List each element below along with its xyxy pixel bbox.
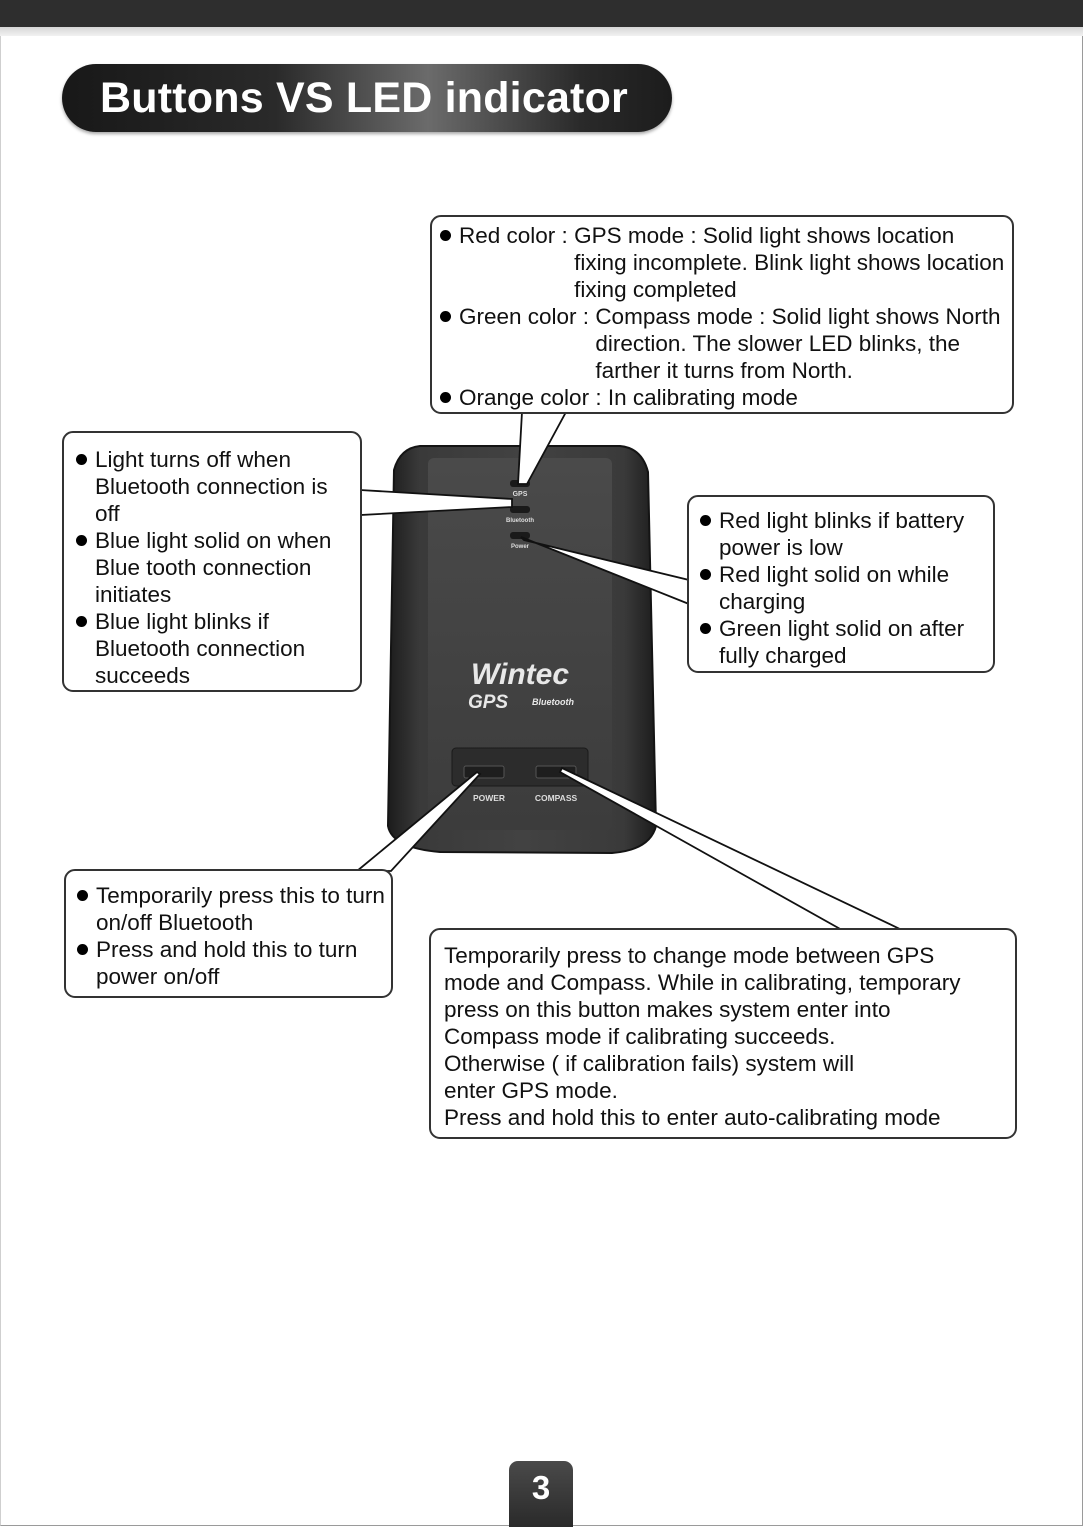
power-led-callout: Red light blinks if battery power is low… bbox=[687, 495, 995, 673]
led-red-item: Red color : GPS mode : Solid light shows… bbox=[438, 222, 1008, 303]
page-number: 3 bbox=[531, 1469, 551, 1506]
gps-led-label: GPS bbox=[513, 491, 528, 498]
list-item: Red light blinks if battery power is low bbox=[698, 507, 989, 561]
callout-line: press on this button makes system enter … bbox=[444, 997, 891, 1022]
power-button-label: POWER bbox=[473, 793, 505, 803]
callout-line: mode and Compass. While in calibrating, … bbox=[444, 970, 961, 995]
model-logo: GPS bbox=[468, 692, 508, 713]
bluetooth-led-label: Bluetooth bbox=[506, 518, 534, 524]
compass-button bbox=[535, 765, 577, 779]
callout-line: Otherwise ( if calibration fails) system… bbox=[444, 1051, 855, 1076]
bluetooth-led bbox=[510, 506, 530, 513]
page-title: Buttons VS LED indicator bbox=[100, 74, 628, 122]
list-item: Press and hold this to turn power on/off bbox=[75, 936, 387, 990]
gps-led bbox=[510, 480, 530, 487]
list-item: Blue light blinks if Bluetooth connectio… bbox=[74, 608, 356, 689]
callout-line: Press and hold this to enter auto-calibr… bbox=[444, 1105, 941, 1130]
power-led bbox=[510, 532, 530, 539]
header-rule bbox=[0, 27, 1083, 36]
callout-line: Compass mode if calibrating succeeds. bbox=[444, 1024, 836, 1049]
callout-line: Temporarily press to change mode between… bbox=[444, 943, 935, 968]
list-item: Green light solid on after fully charged bbox=[698, 615, 989, 669]
header-bar bbox=[0, 0, 1083, 27]
brand-logo: Wintec bbox=[471, 658, 569, 691]
led-color-callout: Red color : GPS mode : Solid light shows… bbox=[430, 215, 1014, 414]
compass-button-callout: Temporarily press to change mode between… bbox=[429, 928, 1017, 1139]
bluetooth-led-callout: Light turns off when Bluetooth connectio… bbox=[62, 431, 362, 692]
power-button-callout: Temporarily press this to turn on/off Bl… bbox=[64, 869, 393, 998]
power-button bbox=[463, 765, 505, 779]
list-item: Light turns off when Bluetooth connectio… bbox=[74, 446, 356, 527]
compass-button-label: COMPASS bbox=[535, 793, 578, 803]
list-item: Temporarily press this to turn on/off Bl… bbox=[75, 882, 387, 936]
power-led-label: Power bbox=[511, 544, 530, 550]
bluetooth-mark: Bluetooth bbox=[532, 697, 574, 707]
section-title-banner: Buttons VS LED indicator bbox=[62, 64, 672, 132]
list-item: Red light solid on while charging bbox=[698, 561, 989, 615]
page-number-tab: 3 bbox=[509, 1461, 573, 1527]
led-green-item: Green color : Compass mode : Solid light… bbox=[438, 303, 1008, 384]
callout-line: enter GPS mode. bbox=[444, 1078, 618, 1103]
list-item: Blue light solid on when Blue tooth conn… bbox=[74, 527, 356, 608]
led-orange-item: Orange color : In calibrating mode bbox=[438, 384, 1008, 411]
